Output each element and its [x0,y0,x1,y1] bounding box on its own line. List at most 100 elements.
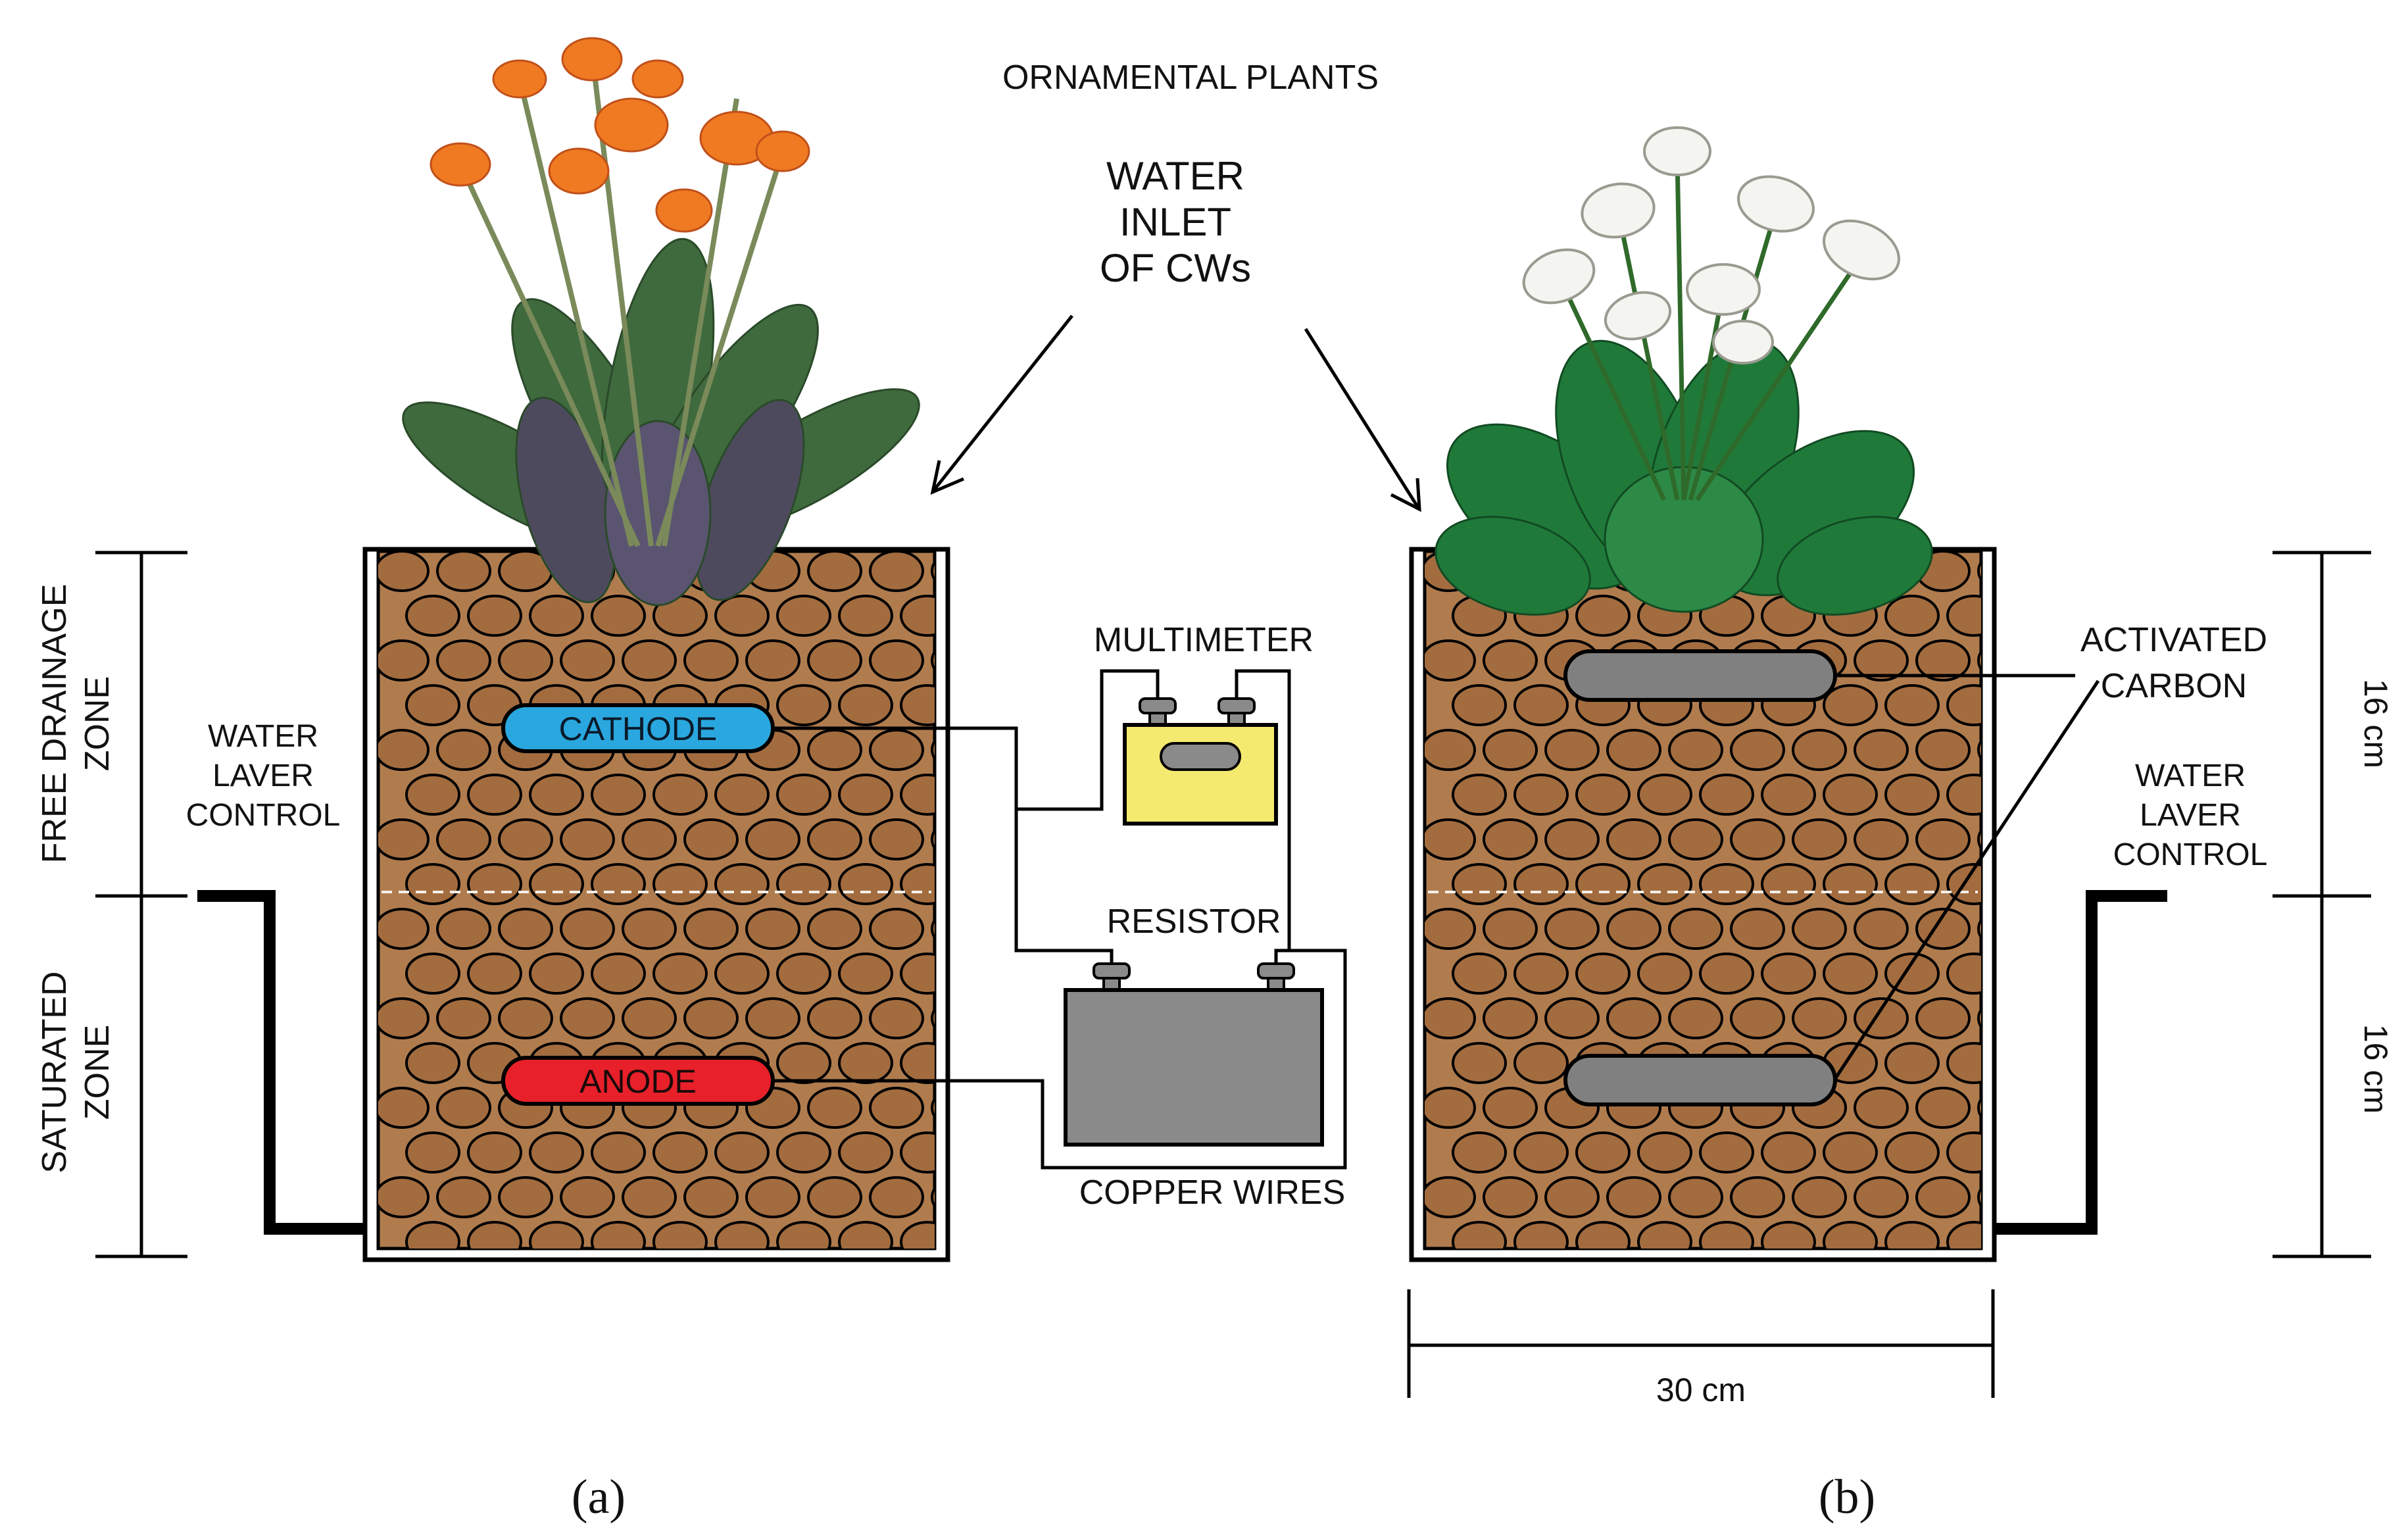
canna-plant [402,37,920,607]
gravel-pebble [591,774,646,816]
water-level-control-right-line2: LAVER [2140,798,2241,833]
gravel-pebble [436,1087,491,1129]
gravel-pebble [1977,828,1981,851]
gravel-pebble [529,953,584,995]
cathode-wire [773,669,1160,811]
gravel-pebble [378,1176,430,1218]
gravel-pebble [1823,863,1878,905]
gravel-pebble [1637,774,1692,816]
gravel-pebble [683,997,739,1039]
gravel-pebble [1730,908,1785,950]
anode-wire [773,949,1347,1170]
gravel-pebble [1452,684,1507,726]
gravel-pebble [869,908,924,950]
gravel-pebble [900,774,935,816]
gravel-pebble [807,997,862,1039]
gravel-pebble [1946,595,1981,637]
gravel-pebble [1425,1087,1476,1129]
gravel-pebble [1699,774,1754,816]
gravel-pebble [1915,997,1971,1039]
gravel-pebble [1483,818,1538,860]
gravel-pebble [1915,908,1971,950]
gravel-pebble [807,818,862,860]
gravel-pebble [1699,953,1754,995]
gravel-pebble [776,1042,831,1084]
multimeter-to-resistor-wire [1235,669,1291,970]
gravel-pebble [1544,729,1600,771]
gravel-pebble [838,774,893,816]
gravel-pebble [1513,953,1569,995]
tank-b-gravel-pebbles [1425,551,1981,1249]
gravel-pebble [683,908,739,950]
gravel-pebble [622,818,677,860]
gravel-pebble [1668,997,1723,1039]
gravel-pebble [931,649,935,672]
anode-electrode: ANODE [501,1056,775,1106]
tank-a-outlet-pipe [197,890,365,1235]
gravel-pebble [1884,1131,1940,1174]
gravel-pebble [378,997,430,1039]
gravel-pebble [1946,1221,1981,1249]
gravel-pebble [1915,639,1971,681]
gravel-pebble [405,1042,460,1084]
water-level-control-right-line3: CONTROL [2113,837,2268,872]
gravel-pebble [1977,649,1981,672]
gravel-pebble [405,953,460,995]
gravel-pebble [1637,1221,1692,1249]
resistor-terminal-right [1257,962,1295,979]
gravel-pebble [1699,863,1754,905]
carbon-bottom-wire [1833,680,2100,1080]
gravel-pebble [1854,1176,1909,1218]
gravel-pebble [1668,818,1723,860]
gravel-pebble [1884,1042,1940,1084]
gravel-pebble [1823,1131,1878,1174]
gravel-pebble [931,739,935,761]
gravel-pebble [622,997,677,1039]
gravel-pebble [1452,774,1507,816]
gravel-pebble [931,828,935,851]
ornamental-plants-label: ORNAMENTAL PLANTS [1002,59,1379,97]
gravel-pebble [1884,595,1940,637]
gravel-pebble [1452,1131,1507,1174]
gravel-pebble [1977,739,1981,761]
multimeter-terminal-right [1217,697,1256,714]
gravel-pebble [1884,1221,1940,1249]
gravel-pebble [1575,953,1631,995]
gravel-pebble [1452,863,1507,905]
gravel-pebble [714,1221,770,1249]
gravel-pebble [498,639,553,681]
gravel-pebble [467,863,522,905]
gravel-pebble [869,639,924,681]
gravel-pebble [436,997,491,1039]
gravel-pebble [1823,684,1878,726]
gravel-pebble [1513,774,1569,816]
gravel-pebble [931,1097,935,1119]
gravel-pebble [1544,908,1600,950]
gravel-pebble [1915,818,1971,860]
gravel-pebble [776,863,831,905]
gravel-pebble [838,1042,893,1084]
gravel-pebble [529,774,584,816]
gravel-pebble [436,908,491,950]
gravel-pebble [714,863,770,905]
gravel-pebble [1823,774,1878,816]
gravel-pebble [405,1131,460,1174]
gravel-pebble [1792,818,1847,860]
gravel-pebble [529,595,584,637]
gravel-pebble [498,818,553,860]
gravel-pebble [1854,729,1909,771]
gravel-pebble [1483,729,1538,771]
gravel-pebble [1977,918,1981,940]
dimension-width-label: 30 cm [1656,1372,1746,1408]
multimeter-display [1160,742,1241,771]
inlet-arrow-left [933,314,1073,491]
gravel-pebble [683,818,739,860]
gravel-pebble [1425,729,1476,771]
water-inlet-arrows [930,314,1421,512]
tank-a-gravel-pebbles [378,551,935,1249]
gravel-pebble [1668,908,1723,950]
gravel-pebble [900,1221,935,1249]
gravel-pebble [714,595,770,637]
gravel-pebble [1425,1176,1476,1218]
